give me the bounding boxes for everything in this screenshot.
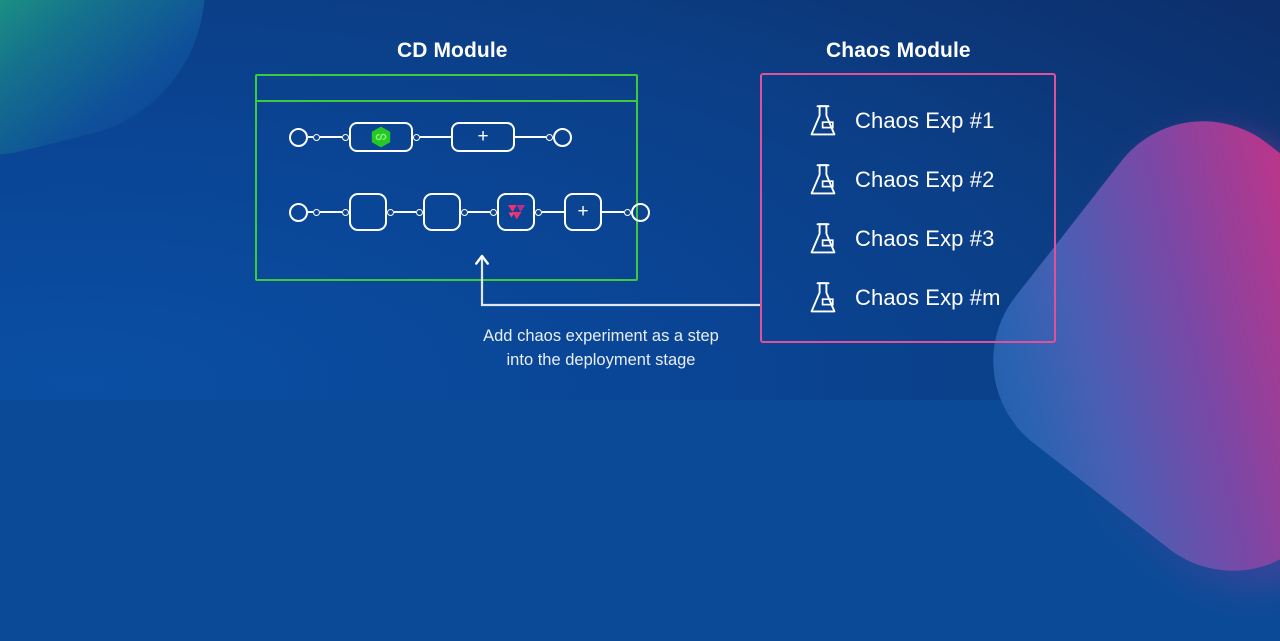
- pipeline-connector-dot: [387, 208, 394, 216]
- pipeline-wire: [320, 211, 342, 213]
- chaos-experiment-label: Chaos Exp #1: [855, 107, 995, 133]
- chaos-experiment-item[interactable]: Chaos Exp #2: [808, 150, 1054, 209]
- flask-icon: [810, 104, 836, 135]
- pipeline-start-node[interactable]: [289, 127, 308, 147]
- pipeline-wire: [308, 211, 313, 213]
- pipeline-connector-dot: [342, 208, 349, 216]
- chaos-experiment-item[interactable]: Chaos Exp #m: [808, 268, 1054, 327]
- pipeline-connector-dot: [546, 133, 553, 141]
- pipeline-wire: [308, 136, 313, 138]
- cd-module-panel-header: [257, 76, 636, 102]
- chaos-experiment-label: Chaos Exp #m: [855, 284, 1001, 310]
- arrow-head-icon: [475, 254, 489, 265]
- flask-icon: [810, 222, 836, 253]
- pipeline-wire: [394, 211, 416, 213]
- pipeline-connector-dot: [342, 133, 349, 141]
- chaos-experiment-label: Chaos Exp #3: [855, 225, 995, 251]
- chaos-experiment-item[interactable]: Chaos Exp #1: [808, 91, 1054, 150]
- cd-module-panel: +: [255, 74, 650, 281]
- pipeline-step-helm[interactable]: [349, 122, 413, 152]
- pipeline-connector-dot: [624, 208, 631, 216]
- helm-hexagon-icon: [371, 126, 391, 148]
- connector-caption: Add chaos experiment as a step into the …: [420, 324, 782, 372]
- pipeline-step-chaos[interactable]: [497, 193, 535, 231]
- pipeline-connector-dot: [313, 133, 320, 141]
- chaos-experiment-item[interactable]: Chaos Exp #3: [808, 209, 1054, 268]
- plus-icon: +: [577, 200, 589, 222]
- pipeline-step-1[interactable]: [349, 193, 387, 231]
- plus-icon: +: [477, 125, 489, 147]
- pipeline-connector-dot: [535, 208, 542, 216]
- chaos-to-pipeline-connector: [475, 254, 760, 307]
- pipeline-step-2[interactable]: [423, 193, 461, 231]
- pipeline-connector-dot: [413, 133, 420, 141]
- pipeline-add-step-button-row2[interactable]: +: [564, 193, 602, 231]
- pipeline-end-node[interactable]: [553, 127, 572, 147]
- pipeline-wire: [542, 211, 564, 213]
- flask-icon: [810, 281, 836, 312]
- chaos-module-title: Chaos Module: [826, 39, 971, 62]
- pipeline-row-1: +: [289, 121, 572, 153]
- pipeline-wire: [420, 136, 451, 138]
- pipeline-connector-dot: [461, 208, 468, 216]
- cd-module-title: CD Module: [397, 39, 508, 62]
- pipeline-connector-dot: [313, 208, 320, 216]
- caption-line-1: Add chaos experiment as a step: [483, 327, 719, 345]
- pipeline-wire: [320, 136, 342, 138]
- pipeline-wire: [468, 211, 490, 213]
- pipeline-add-step-button-row1[interactable]: +: [451, 122, 515, 152]
- pipeline-start-node[interactable]: [289, 202, 308, 222]
- pipeline-row-2: +: [289, 193, 650, 231]
- pipeline-connector-dot: [490, 208, 497, 216]
- pipeline-connector-dot: [416, 208, 423, 216]
- chaos-step-icon: [507, 205, 525, 220]
- chaos-module-panel: Chaos Exp #1 Chaos Exp #2: [760, 73, 1056, 343]
- pipeline-wire: [515, 136, 546, 138]
- diagram-stage: CD Module +: [255, 39, 1056, 372]
- pipeline-wire: [602, 211, 624, 213]
- caption-line-2: into the deployment stage: [506, 351, 696, 369]
- pipeline-end-node[interactable]: [631, 202, 650, 222]
- flask-icon: [810, 163, 836, 194]
- chaos-experiment-label: Chaos Exp #2: [855, 166, 995, 192]
